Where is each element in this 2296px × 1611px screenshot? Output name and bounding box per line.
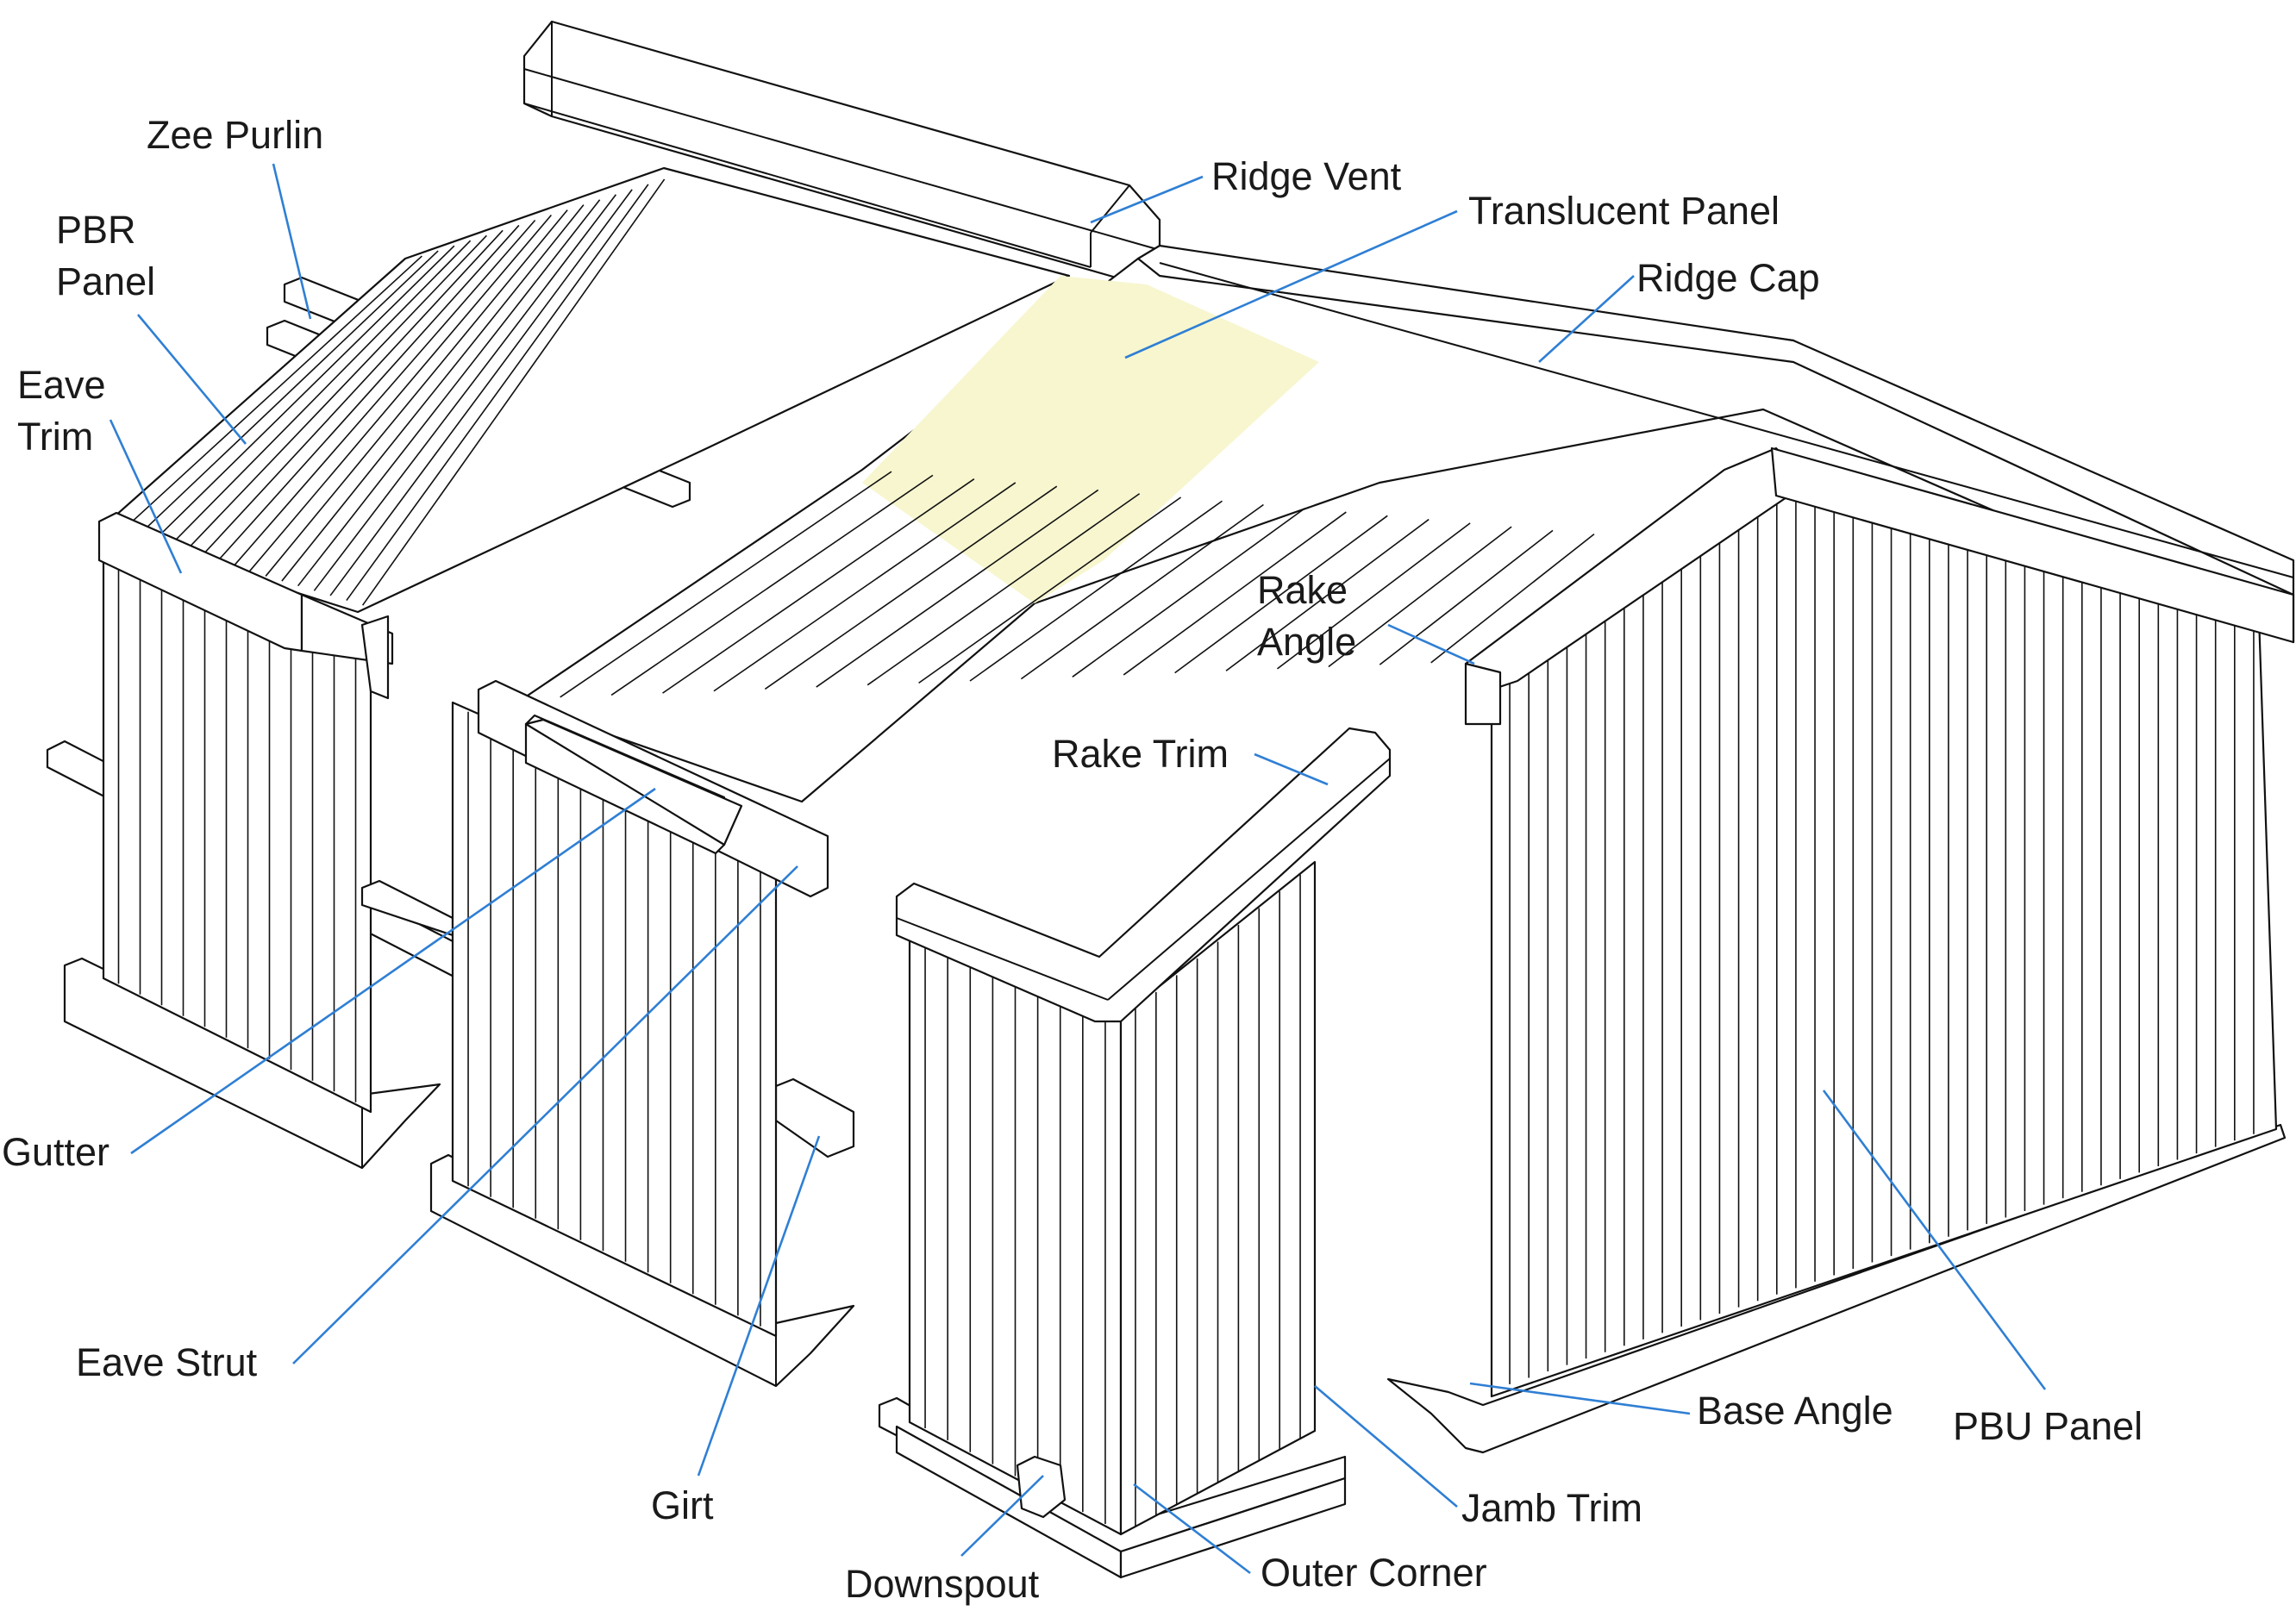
roof-rib	[135, 250, 439, 539]
ridge-vent	[522, 20, 1161, 282]
roof-rib	[610, 474, 934, 696]
translucent-panel	[862, 276, 1319, 603]
leader-gutter	[130, 787, 656, 1155]
leader-girt	[697, 1135, 821, 1477]
roof-rib	[1123, 511, 1347, 676]
label-eave-strut: Eave Strut	[76, 1340, 258, 1384]
roof-rib	[281, 204, 585, 582]
leader-pbu-panel	[1822, 1090, 2047, 1390]
roof-rib	[265, 209, 568, 577]
leader-rake-angle	[1387, 623, 1475, 665]
roof-rib	[1174, 515, 1388, 674]
leader-eave-strut	[292, 865, 798, 1364]
leader-rake-trim	[1254, 752, 1329, 786]
label-pbr-panel-line1: PBR	[56, 208, 136, 252]
leader-pbr-panel	[137, 314, 247, 445]
roof-rib	[662, 478, 975, 694]
leader-ridge-vent	[1090, 175, 1204, 224]
label-rake-trim: Rake Trim	[1052, 732, 1229, 776]
leader-lines	[109, 163, 2047, 1575]
roof-rib	[233, 219, 536, 567]
leader-outer-corner	[1133, 1483, 1251, 1575]
roof-rib	[248, 215, 552, 572]
roof-rib	[200, 229, 504, 558]
roof-rib	[764, 485, 1058, 690]
label-eave-trim-line2: Trim	[17, 415, 93, 459]
roof-rib	[297, 199, 601, 587]
roof-rib	[361, 178, 666, 606]
label-translucent-panel: Translucent Panel	[1468, 189, 1780, 233]
leader-downspout	[960, 1475, 1044, 1557]
label-rake-angle-line2: Angle	[1257, 620, 1356, 664]
roof-rib	[329, 189, 633, 596]
roof-rib	[816, 489, 1099, 688]
leader-eave-trim	[109, 419, 183, 574]
label-pbu-panel: PBU Panel	[1953, 1404, 2143, 1448]
roof-rib	[216, 224, 520, 563]
front-corner-assembly	[878, 727, 1392, 1579]
leader-translucent-panel	[1124, 209, 1458, 359]
left-roof-panels	[97, 166, 1071, 614]
label-outer-corner: Outer Corner	[1261, 1551, 1487, 1595]
left-wall-assembly	[46, 511, 485, 1170]
roof-rib	[168, 240, 472, 548]
roof-rib	[1225, 518, 1430, 671]
roof-rib	[152, 245, 455, 543]
label-ridge-cap: Ridge Cap	[1636, 256, 1820, 300]
roof-rib	[1072, 508, 1305, 677]
label-girt: Girt	[651, 1483, 714, 1527]
roof-rib	[1328, 526, 1512, 668]
label-ridge-vent: Ridge Vent	[1211, 154, 1402, 198]
leader-ridge-cap	[1538, 275, 1635, 363]
roof-rib	[119, 255, 422, 534]
roof-rib	[1020, 503, 1264, 680]
label-zee-purlin: Zee Purlin	[147, 113, 323, 157]
roof-rib	[560, 471, 892, 698]
leader-jamb-trim	[1314, 1385, 1458, 1508]
roof-rib	[1430, 534, 1595, 664]
roof-rib	[969, 500, 1223, 682]
middle-wall-assembly	[360, 679, 855, 1388]
roof-rib	[184, 234, 487, 553]
label-downspout: Downspout	[845, 1562, 1040, 1606]
leader-zee-purlin	[272, 163, 312, 320]
leader-base-angle	[1469, 1382, 1691, 1415]
roof-rib	[713, 482, 1017, 692]
labels: Zee Purlin PBR Panel Eave Trim Ridge Ven…	[2, 113, 2143, 1606]
label-pbr-panel-line2: Panel	[56, 259, 155, 303]
label-rake-angle-line1: Rake	[1257, 568, 1348, 612]
label-eave-trim-line1: Eave	[17, 363, 106, 407]
roof-rib	[313, 194, 617, 591]
roof-rib	[866, 493, 1141, 686]
roof-rib	[918, 496, 1182, 684]
roof-rib	[1379, 529, 1554, 665]
roof-rib	[1276, 522, 1471, 670]
label-base-angle: Base Angle	[1697, 1389, 1893, 1433]
label-jamb-trim: Jamb Trim	[1461, 1486, 1642, 1530]
label-gutter: Gutter	[2, 1130, 109, 1174]
roof-rib	[346, 184, 649, 602]
right-end-wall-assembly	[1386, 446, 2295, 1454]
